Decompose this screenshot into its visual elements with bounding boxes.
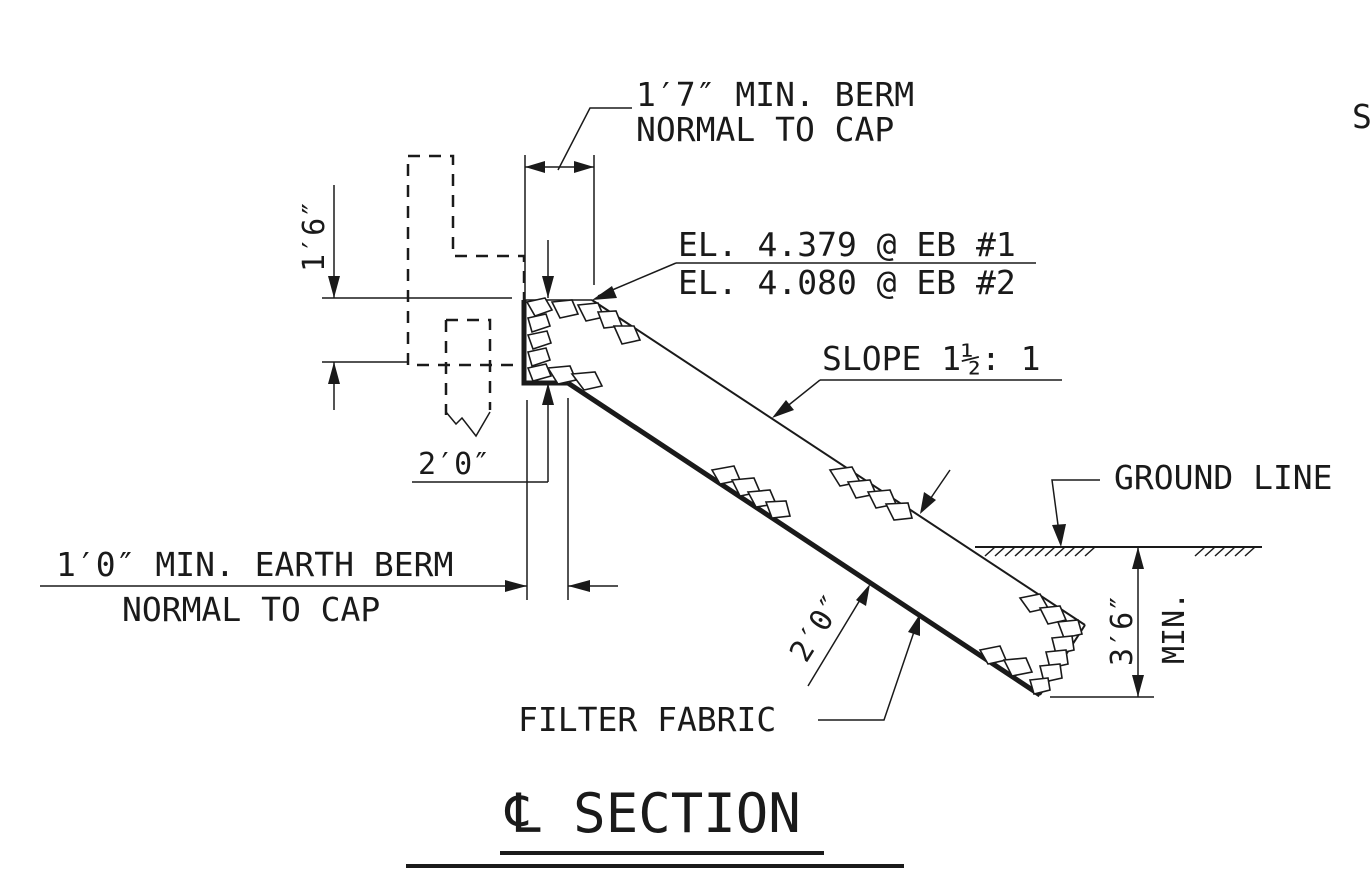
filter-fabric-label: FILTER FABRIC bbox=[518, 700, 776, 739]
cap-depth-label: 1′6″ bbox=[297, 200, 332, 272]
elevation-label-eb2: EL. 4.080 @ EB #2 bbox=[678, 263, 1016, 302]
toe-depth-dimension bbox=[1050, 546, 1154, 698]
berm-top-label-line1: 1′7″ MIN. BERM bbox=[636, 75, 914, 114]
toe-depth-label: 3′6″ bbox=[1105, 594, 1140, 666]
title-underlines bbox=[406, 851, 904, 868]
riprap-stones bbox=[525, 297, 1084, 695]
pile-break-mark bbox=[445, 411, 491, 438]
elevation-label-eb1: EL. 4.379 @ EB #1 bbox=[678, 225, 1016, 264]
ground-line-leader bbox=[1051, 479, 1100, 547]
ground-line-label: GROUND LINE bbox=[1114, 458, 1333, 497]
section-title: ℄ SECTION bbox=[504, 782, 801, 845]
elevation-leader bbox=[542, 240, 1036, 300]
berm-top-label-line2: NORMAL TO CAP bbox=[636, 110, 894, 149]
earth-berm-dimension bbox=[40, 398, 618, 600]
riprap-thickness-arrow bbox=[920, 469, 951, 514]
cap-dashed-outline bbox=[406, 154, 526, 438]
filter-fabric-leader bbox=[818, 614, 920, 721]
toe-min-label: MIN. bbox=[1157, 592, 1192, 664]
cut-edge-letter: S bbox=[1352, 97, 1372, 136]
cap-depth-dimension bbox=[322, 185, 512, 410]
ground-line bbox=[975, 546, 1262, 557]
berm-thickness-label: 2′0″ bbox=[418, 447, 490, 482]
slope-label: SLOPE 1½: 1 bbox=[822, 339, 1041, 378]
berm-thickness-dimension bbox=[412, 383, 554, 483]
riprap-depth-leader bbox=[807, 584, 870, 687]
earth-berm-label-line1: 1′0″ MIN. EARTH BERM bbox=[56, 545, 453, 584]
slope-leader bbox=[772, 379, 1062, 418]
berm-dimension-top bbox=[524, 107, 632, 300]
earth-berm-label-line2: NORMAL TO CAP bbox=[122, 590, 380, 629]
riprap-depth-label: 2′0″ bbox=[783, 588, 851, 668]
